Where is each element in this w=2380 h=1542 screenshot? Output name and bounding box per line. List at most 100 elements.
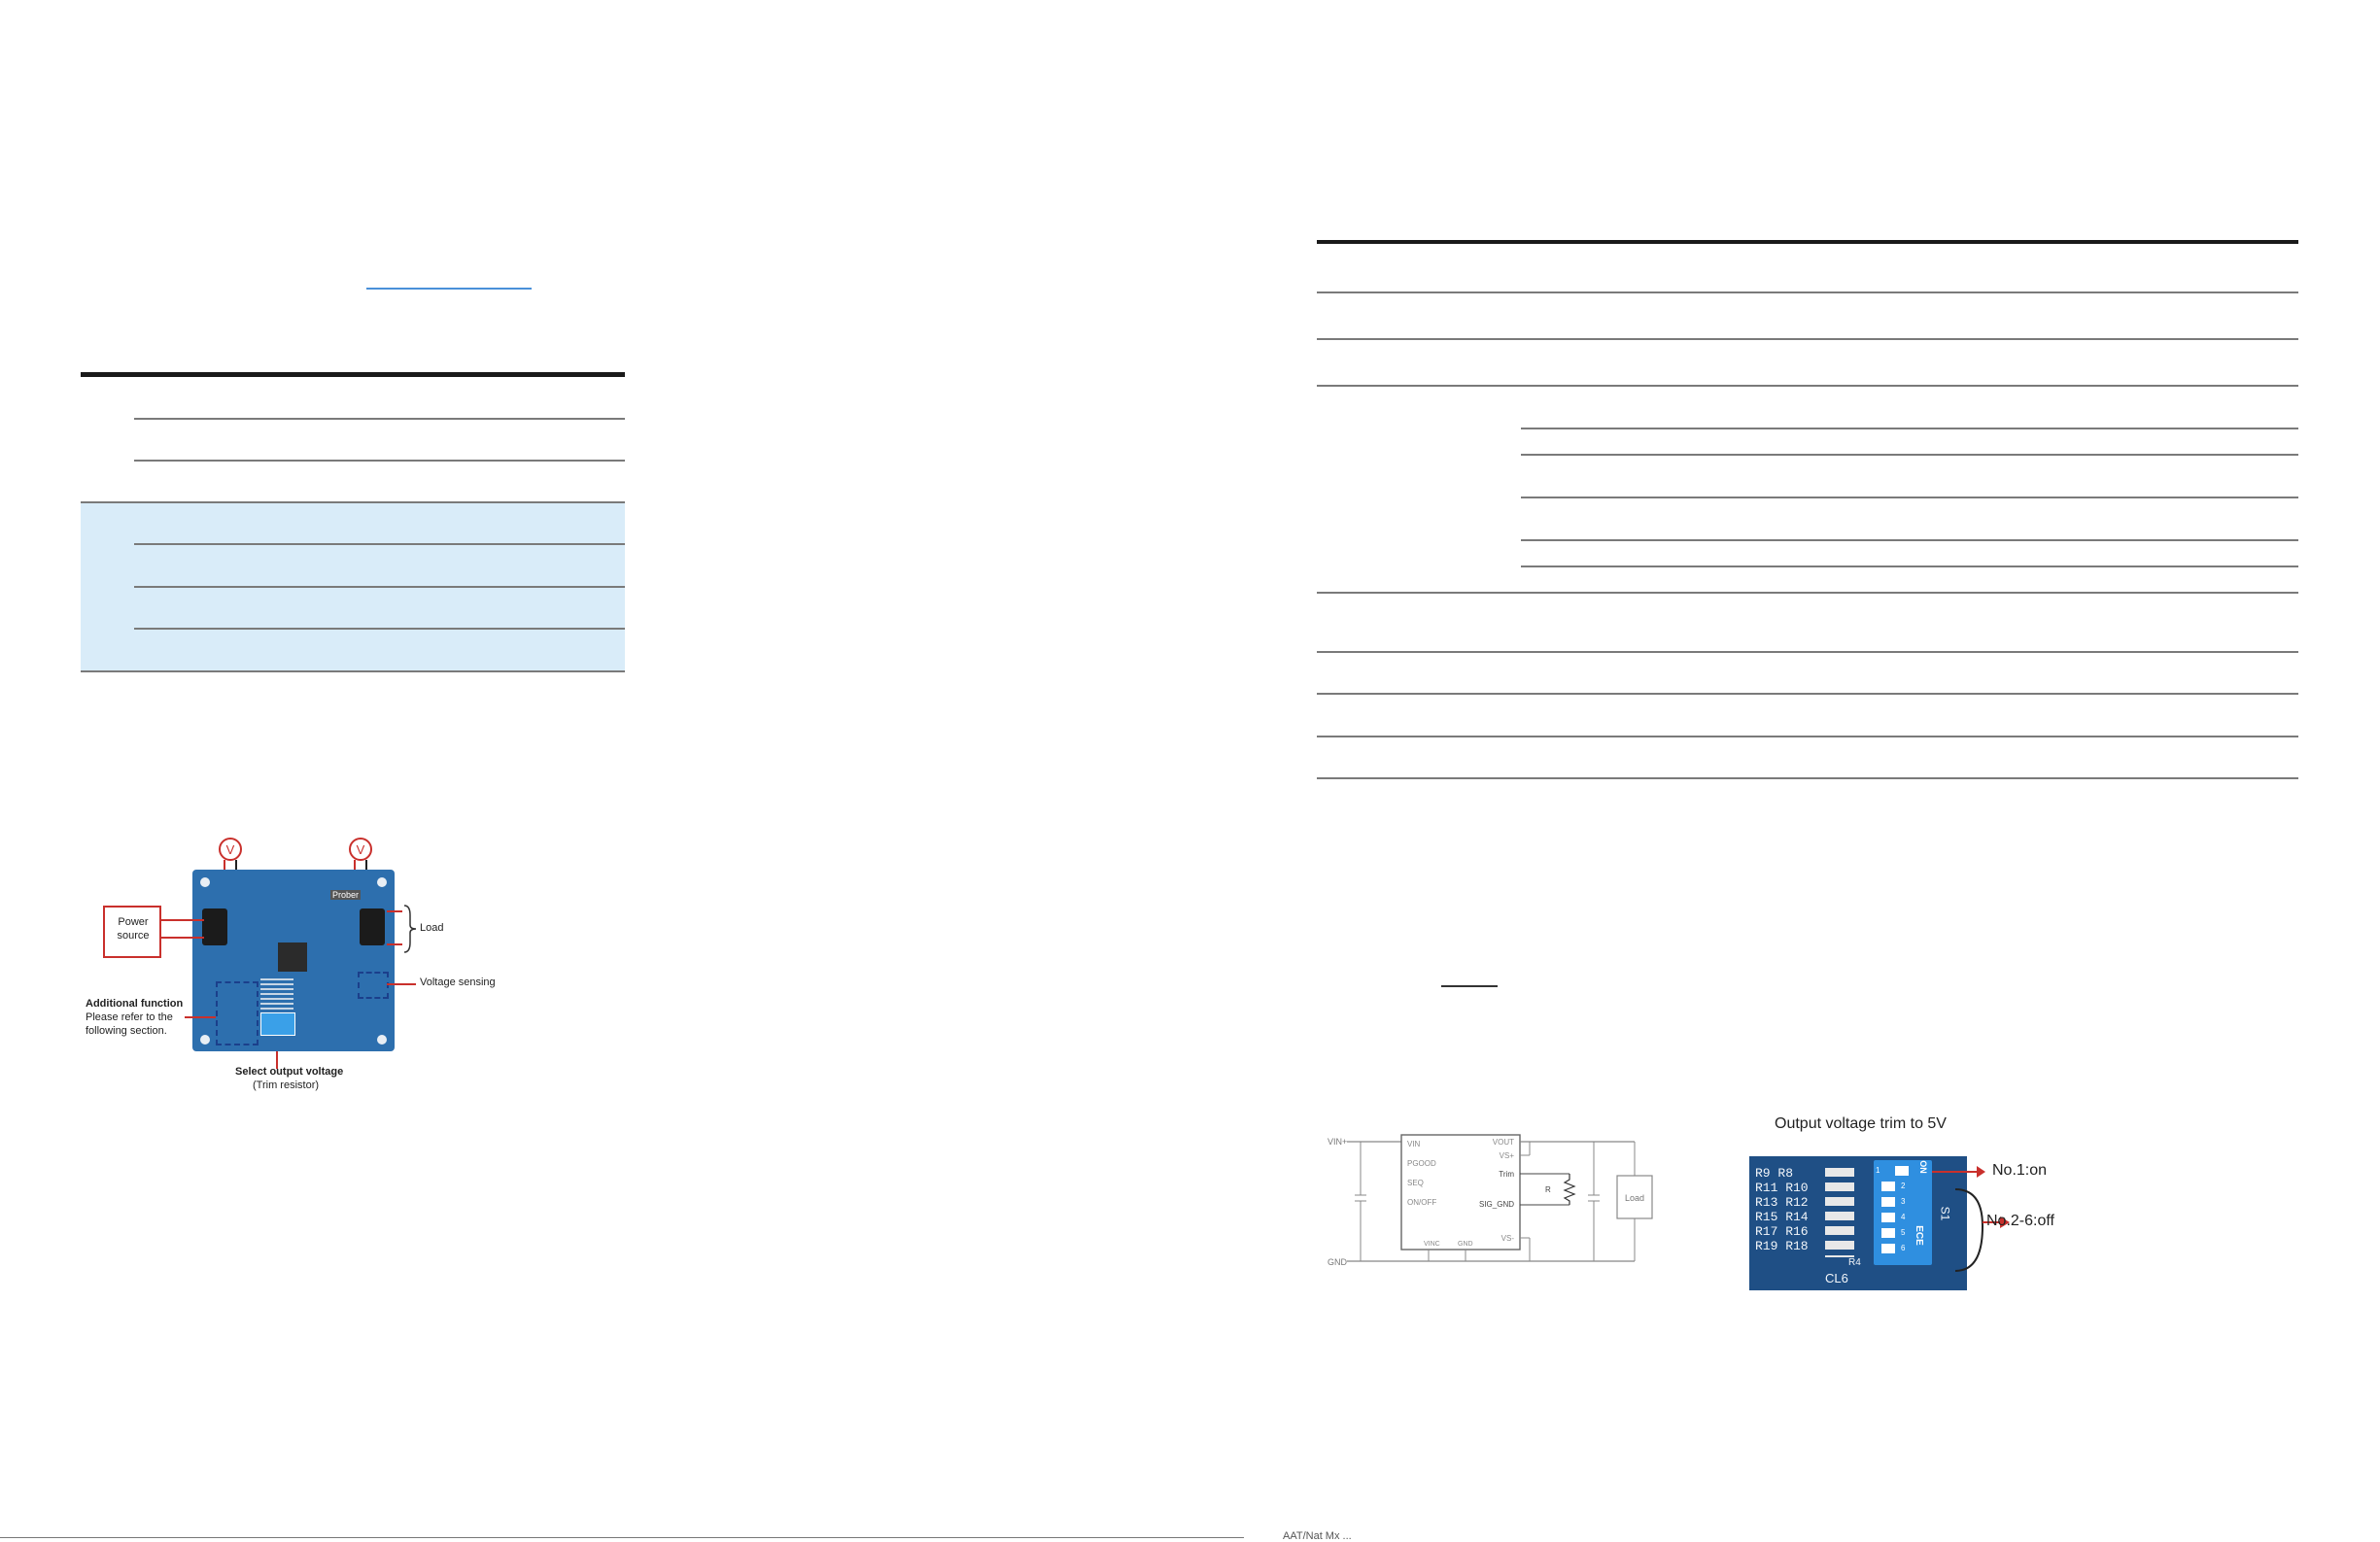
no26-bracket — [1954, 1188, 2010, 1272]
dip-switch-photo: R9 R8 R11 R10 R13 R12 R15 R14 R17 R16 R1… — [1749, 1156, 1967, 1290]
select-output-sub: (Trim resistor) — [253, 1079, 320, 1091]
svg-text:VS-: VS- — [1501, 1234, 1515, 1243]
svg-text:Trim: Trim — [1499, 1170, 1514, 1179]
table-row-rule — [1317, 651, 2298, 653]
resistor-row: R13 R12 — [1755, 1195, 1809, 1210]
table-subrow-rule — [1521, 497, 2298, 498]
resistor-row: R19 R18 — [1755, 1239, 1809, 1253]
svg-text:R: R — [1545, 1185, 1551, 1194]
switch-lever[interactable] — [1881, 1213, 1895, 1222]
mounting-hole — [377, 1035, 387, 1045]
no1-label: No.1:on — [1992, 1162, 2048, 1179]
switch-lever[interactable] — [1881, 1228, 1895, 1238]
load-brace-icon — [387, 905, 417, 953]
switch-number: 3 — [1901, 1197, 1906, 1206]
callout-arrow — [387, 983, 416, 985]
load-label: Load — [1625, 1193, 1644, 1203]
svg-text:SIG_GND: SIG_GND — [1479, 1200, 1514, 1209]
switch-lever[interactable] — [1881, 1182, 1895, 1191]
table-bottom-rule — [81, 670, 625, 672]
dip-figure-title: Output voltage trim to 5V — [1775, 1115, 1947, 1132]
svg-text:PGOOD: PGOOD — [1407, 1159, 1436, 1168]
additional-function-title: Additional function — [86, 998, 184, 1010]
svg-text:V: V — [357, 842, 365, 857]
table-subrow-rule — [1521, 539, 2298, 541]
smd-resistor-column — [1825, 1168, 1854, 1257]
input-terminal — [202, 908, 227, 945]
table-row-rule — [134, 586, 625, 588]
switch-on-label: ON — [1917, 1160, 1928, 1174]
table-row-rule — [1317, 385, 2298, 387]
no26-label: No.2-6:off — [1986, 1213, 2054, 1229]
table-top-rule — [81, 372, 625, 377]
svg-text:ON/OFF: ON/OFF — [1407, 1198, 1436, 1207]
gnd-label: GND — [1328, 1257, 1348, 1267]
switch-lever[interactable] — [1881, 1197, 1895, 1207]
resistor-row: R17 R16 — [1755, 1224, 1809, 1239]
select-output-title: Select output voltage — [235, 1066, 344, 1078]
table-subrow-rule — [1521, 565, 2298, 567]
svg-text:SEQ: SEQ — [1407, 1179, 1424, 1187]
board-silk-label: Prober — [330, 890, 362, 900]
resistor-row: R9 R8 — [1755, 1166, 1794, 1181]
resistor-array — [260, 977, 293, 1010]
svg-text:VINC: VINC — [1424, 1241, 1440, 1248]
additional-function-line: Please refer to the — [86, 1011, 173, 1023]
mounting-hole — [377, 877, 387, 887]
switch-number: 2 — [1901, 1182, 1906, 1190]
callout-arrow — [276, 1051, 278, 1069]
switch-lever[interactable] — [1895, 1166, 1909, 1176]
mounting-hole — [200, 877, 210, 887]
table-subrow-rule — [1521, 428, 2298, 429]
board-label: S1 — [1938, 1206, 1952, 1221]
table-row-rule — [134, 418, 625, 420]
dip-switch-body: ON ECE 1 2 3 4 5 6 — [1874, 1160, 1932, 1265]
page-bottom-rule — [0, 1537, 1244, 1538]
vin-label: VIN+ — [1328, 1137, 1347, 1147]
voltage-sensing-box — [358, 972, 389, 999]
svg-text:V: V — [226, 842, 235, 857]
table-subrow-rule — [1521, 454, 2298, 456]
table-row-rule — [134, 543, 625, 545]
table-row-rule — [1317, 592, 2298, 594]
switch-number: 5 — [1901, 1228, 1906, 1237]
callout-arrow — [1932, 1171, 1981, 1173]
table-top-rule — [1317, 240, 2298, 244]
svg-text:GND: GND — [1458, 1241, 1473, 1248]
page-footer-text: AAT/Nat Mx ... — [1283, 1530, 1352, 1542]
power-module-chip — [278, 942, 307, 972]
callout-line — [159, 919, 204, 921]
dip-switch — [260, 1012, 295, 1036]
bottom-silk: CL6 — [1825, 1271, 1848, 1285]
hyperlink-underline[interactable] — [366, 288, 532, 290]
table-row-rule — [134, 628, 625, 630]
switch-number: 6 — [1901, 1244, 1906, 1252]
switch-number: 1 — [1876, 1166, 1880, 1175]
power-source-label: Power source — [117, 916, 150, 942]
resistor-row: R11 R10 — [1755, 1181, 1809, 1195]
arrow-head — [1977, 1166, 1985, 1178]
resistor-row: R15 R14 — [1755, 1210, 1809, 1224]
callout-line — [159, 937, 204, 939]
table-bottom-rule — [1317, 777, 2298, 779]
resistor-labels: R9 R8 R11 R10 R13 R12 R15 R14 R17 R16 R1… — [1755, 1166, 1833, 1253]
table-row-rule — [1317, 693, 2298, 695]
table-row-rule — [81, 501, 625, 503]
switch-lever[interactable] — [1881, 1244, 1895, 1253]
table-row-rule — [134, 460, 625, 462]
additional-function-line: following section. — [86, 1025, 167, 1037]
mounting-hole — [200, 1035, 210, 1045]
table-row-rule — [1317, 291, 2298, 293]
switch-brand: ECE — [1913, 1225, 1924, 1246]
svg-text:VS+: VS+ — [1500, 1151, 1515, 1160]
bottom-silk: R4 — [1848, 1257, 1861, 1268]
trim-schematic: VIN+ GND VIN PGOOD SEQ ON/OFF VOUT VS+ T… — [1328, 1134, 1653, 1267]
switch-number: 4 — [1901, 1213, 1906, 1221]
table-row-rule — [1317, 338, 2298, 340]
load-label: Load — [420, 922, 444, 934]
table-row-rule — [1317, 736, 2298, 737]
svg-text:VOUT: VOUT — [1493, 1138, 1514, 1147]
text-underline[interactable] — [1441, 985, 1498, 987]
additional-function-box — [216, 981, 259, 1045]
output-terminal — [360, 908, 385, 945]
